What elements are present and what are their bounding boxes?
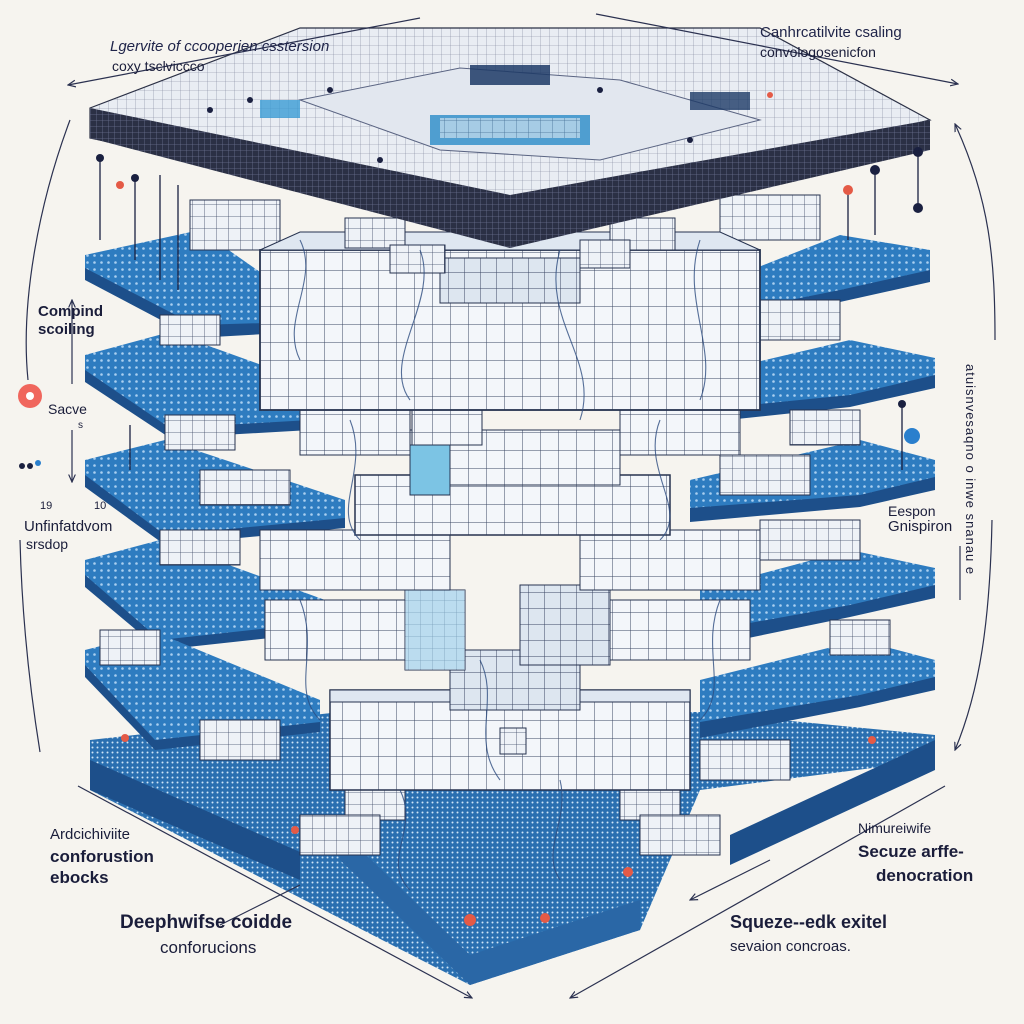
side-cube-clusters bbox=[99, 194, 891, 856]
label-left-5: Unfinfatdvom bbox=[24, 518, 113, 535]
label-right-vertical: atuisnvesaqno o inwe snanau e bbox=[962, 364, 978, 576]
label-bottom-left-2: conforustion bbox=[50, 847, 154, 866]
label-bottom-center-left-2: conforucions bbox=[160, 938, 257, 957]
label-left-1: Compind bbox=[38, 303, 103, 320]
label-left-num-2: 10 bbox=[94, 500, 107, 512]
label-left-2: scoiling bbox=[38, 321, 95, 338]
label-left-num-1: 19 bbox=[40, 500, 53, 512]
label-top-left-2: coxy tsclviccco bbox=[112, 58, 205, 74]
decorative-dots bbox=[18, 87, 923, 926]
central-cube-tower bbox=[259, 217, 761, 791]
label-left-6: srsdop bbox=[26, 536, 69, 552]
label-left-3: Sacve bbox=[48, 401, 87, 417]
label-top-right-2: convologosenicfon bbox=[760, 44, 876, 60]
label-bottom-center-right-1: Squeze--edk exitel bbox=[730, 912, 888, 932]
label-bottom-right-2: Secuze arffe- bbox=[858, 842, 964, 861]
label-top-right-1: Canhrcatilvite csaling bbox=[760, 24, 902, 41]
label-right-1: Eespon bbox=[888, 503, 936, 519]
label-bottom-center-right-2: sevaion concroas. bbox=[730, 938, 851, 955]
label-bottom-center-left-1: Deephwifse coidde bbox=[120, 912, 293, 933]
label-bottom-left-1: Ardcichiviite bbox=[50, 826, 131, 843]
label-top-left-1: Lgervite of ccooperien csstersion bbox=[110, 38, 330, 55]
callout-arrows bbox=[19, 13, 996, 998]
top-slab bbox=[89, 27, 932, 248]
label-right-2: Gnispiron bbox=[888, 518, 953, 535]
label-bottom-left-3: ebocks bbox=[50, 868, 109, 887]
label-bottom-right-3: denocration bbox=[876, 866, 974, 885]
label-left-4: s bbox=[78, 420, 83, 431]
connection-wires bbox=[293, 239, 721, 891]
label-bottom-right-1: Nimureiwife bbox=[858, 820, 932, 836]
pin-stems bbox=[99, 150, 919, 470]
